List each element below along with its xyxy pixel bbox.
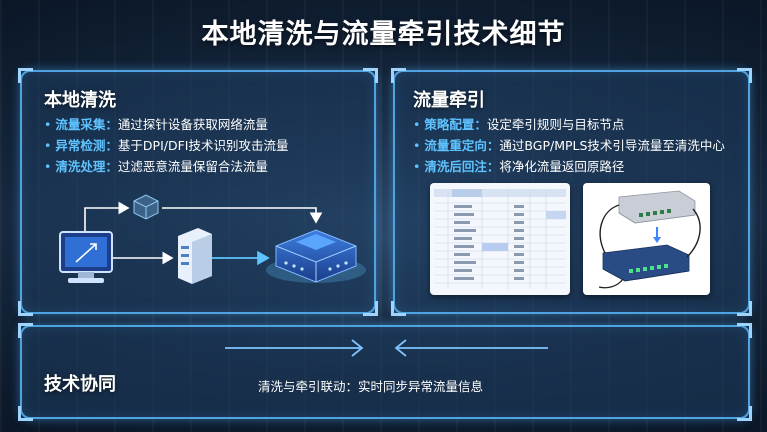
monitor-icon	[59, 231, 113, 283]
switch-devices-graphic	[598, 190, 701, 289]
list-item: •流量重定向：通过BGP/MPLS技术引导流量至清洗中心	[413, 138, 725, 153]
collaboration-text: 清洗与牵引联动：实时同步异常流量信息	[258, 379, 484, 394]
list-item: •清洗处理：过滤恶意流量保留合法流量	[44, 159, 268, 174]
collaboration-panel	[18, 323, 752, 421]
router-icon	[133, 194, 159, 220]
left-arrow-head	[394, 339, 407, 357]
switch-devices-photo	[583, 183, 710, 295]
list-item: •策略配置：设定牵引规则与目标节点	[413, 117, 625, 132]
network-device-icon	[266, 229, 366, 283]
local-cleaning-title: 本地清洗	[44, 90, 116, 111]
list-item: •流量采集：通过探针设备获取网络流量	[44, 117, 268, 132]
list-item: •清洗后回注：将净化流量返回原路径	[413, 159, 625, 174]
table-screenshot	[430, 183, 570, 295]
traffic-steering-list: •策略配置：设定牵引规则与目标节点 •流量重定向：通过BGP/MPLS技术引导流…	[413, 114, 725, 177]
traffic-steering-title: 流量牵引	[413, 90, 485, 111]
collaboration-title: 技术协同	[44, 374, 116, 395]
local-cleaning-list: •流量采集：通过探针设备获取网络流量 •异常检测：基于DPI/DFI技术识别攻击…	[44, 114, 288, 177]
flow-arrow	[162, 207, 323, 224]
table-screenshot-graphic	[434, 189, 566, 289]
right-arrow-head	[351, 339, 364, 357]
server-icon	[178, 228, 212, 284]
list-item: •异常检测：基于DPI/DFI技术识别攻击流量	[44, 138, 289, 153]
page-title: 本地清洗与流量牵引技术细节	[201, 19, 566, 50]
flow-arrow	[84, 201, 130, 232]
